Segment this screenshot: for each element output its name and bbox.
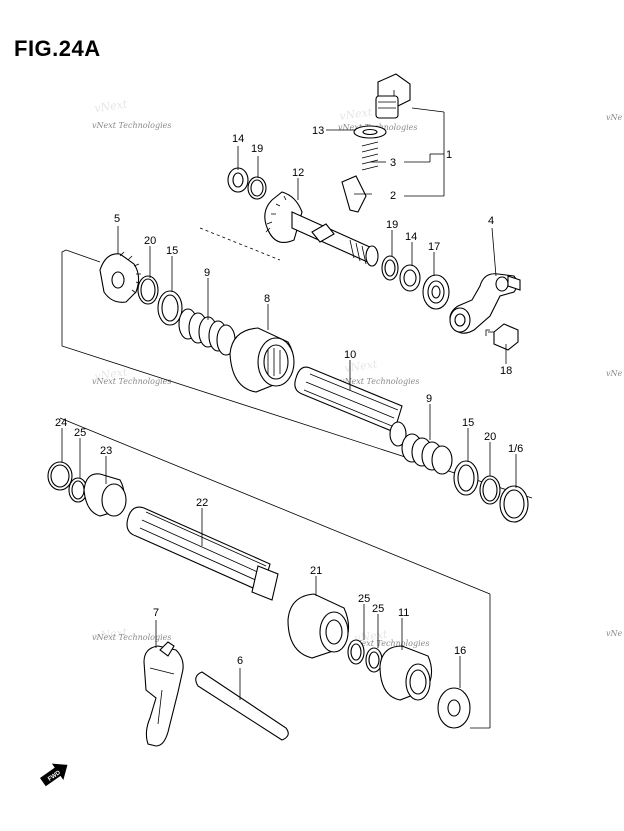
callout-9b: 9 [426,393,432,405]
callout-23: 23 [100,445,112,457]
part-gearshift-gear [99,251,142,303]
part-coil-spring-upper [178,308,236,356]
part-sleeve-group [347,639,471,729]
watermark-text: vNext Technologies [92,633,171,642]
callout-2: 2 [390,190,396,202]
part-right-ring-stack [401,433,529,523]
svg-text:vNext: vNext [339,105,374,123]
callout-9: 9 [204,267,210,279]
watermark-text-cut: vNe [606,369,623,378]
svg-text:vNext: vNext [354,627,389,645]
callout-5: 5 [114,213,120,225]
part-rings-left [137,275,183,326]
assembly-frame-lines [59,227,533,729]
part-bolt [485,323,519,351]
callout-4: 4 [488,215,494,227]
callout-19: 19 [251,143,263,155]
part-spline-shaft [294,366,407,447]
part-gearshift-arm [449,273,521,334]
watermark-text: vNext Technologies [340,377,419,386]
callout-13: 13 [312,125,324,137]
part-gear-housing [229,327,295,393]
callout-18: 18 [500,365,512,377]
fwd-arrow-icon: FWD [40,763,68,787]
callout-8: 8 [264,293,270,305]
callout-25b: 25 [358,593,370,605]
watermark-text-cut: vNe [606,629,623,638]
watermark-text: vNext Technologies [92,121,171,130]
callout-11: 11 [398,607,409,619]
callout-19b: 19 [386,219,398,231]
part-bearing-group [381,255,450,310]
svg-text:vNext: vNext [94,97,129,115]
part-sector-gear-shaft [264,191,379,267]
watermark-text: vNext Technologies [92,377,171,386]
part-fork-shaft [195,671,289,741]
part-bushing-group [47,461,127,517]
callout-3: 3 [390,157,396,169]
watermark-text-cut: vNe [606,113,623,122]
callout-17: 17 [428,241,440,253]
figure-title: FIG.24A [14,36,101,61]
callout-15b: 15 [462,417,474,429]
part-shift-fork [143,641,184,747]
callout-16: 16 [454,645,466,657]
part-driven-shaft [126,506,279,601]
callout-7: 7 [153,607,159,619]
callout-12: 12 [292,167,304,179]
callout-1: 1 [446,149,452,161]
svg-text:vNext: vNext [94,625,129,643]
callout-6: 6 [237,655,243,667]
callout-20b: 20 [484,431,496,443]
svg-text:vNext: vNext [94,365,129,383]
callout-labels: 1 2 3 4 5 6 7 8 9 9 10 11 12 13 14 14 15… [55,125,523,667]
callout-16b: 1/6 [508,443,523,455]
callout-25c: 25 [372,603,384,615]
callout-24: 24 [55,417,67,429]
svg-text:vNext: vNext [344,357,379,375]
leader-lines [61,107,517,700]
part-stopper-assy [341,73,411,213]
callout-22: 22 [196,497,208,509]
callout-14: 14 [232,133,244,145]
callout-15: 15 [166,245,178,257]
callout-10: 10 [344,349,356,361]
callout-14b: 14 [405,231,417,243]
callout-20: 20 [144,235,156,247]
watermark-text: vNext Technologies [350,639,429,648]
callout-25: 25 [74,427,86,439]
part-washer-upper [227,167,267,200]
part-sliding-gear [287,593,350,659]
callout-21: 21 [310,565,322,577]
